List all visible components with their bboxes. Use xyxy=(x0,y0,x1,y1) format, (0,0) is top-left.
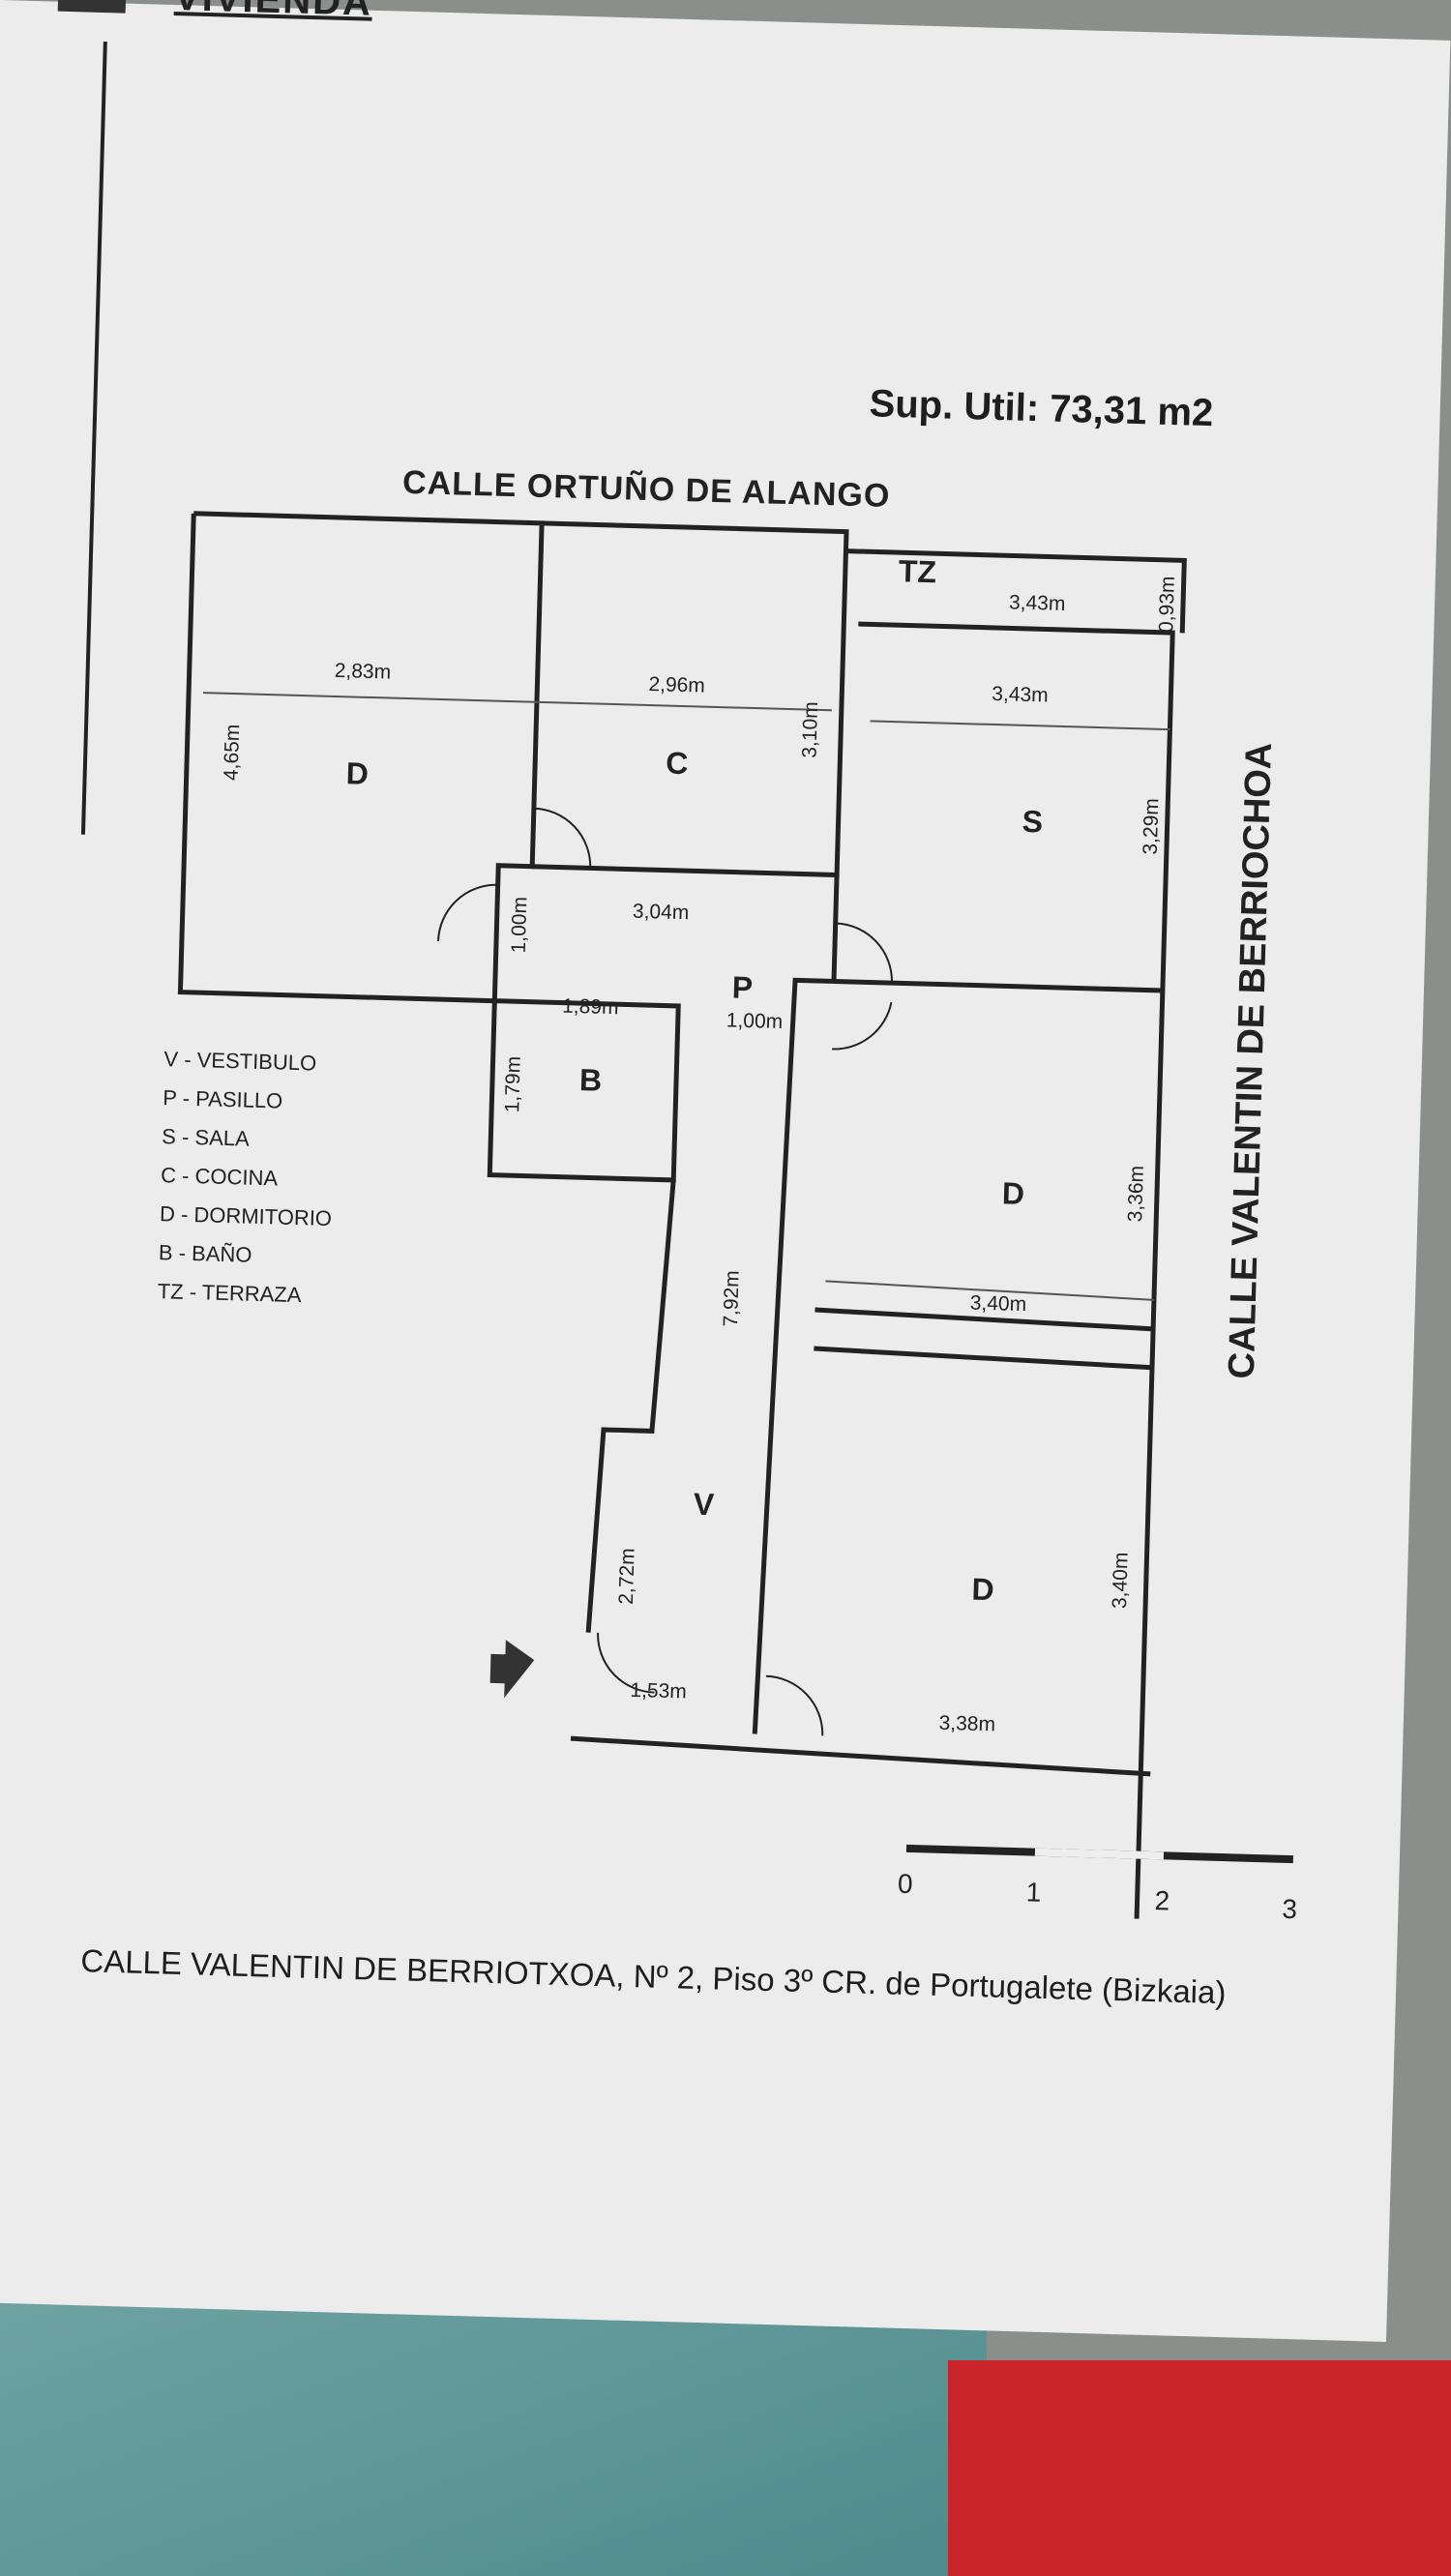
wall-exterior-right xyxy=(858,621,1175,1919)
wall-dormitorio-3-top xyxy=(814,1346,1153,1371)
dimension-label: 0,93m xyxy=(1155,576,1179,633)
door-entrance xyxy=(597,1632,655,1694)
door-sala xyxy=(835,922,893,984)
wall-vestibulo-left xyxy=(585,1179,676,1633)
door-cocina xyxy=(533,807,592,869)
room-label-cocina: C xyxy=(666,746,689,782)
scale-tick: 3 xyxy=(1282,1894,1297,1924)
floor-plan: 0 1 2 3 TZ D C S P B D V D 2,83m 4,65m 2… xyxy=(177,511,1297,1924)
wall-terraza xyxy=(845,548,1187,634)
dimension-line xyxy=(203,692,832,712)
dimension-label: 1,79m xyxy=(501,1056,525,1113)
dimension-label: 3,40m xyxy=(969,1292,1026,1317)
dimension-label: 1,53m xyxy=(630,1679,687,1703)
dimension-label: 3,43m xyxy=(992,683,1049,707)
dimension-label: 3,38m xyxy=(938,1712,995,1736)
dimension-label: 1,00m xyxy=(508,897,532,954)
dimension-label: 1,00m xyxy=(726,1009,784,1033)
dimension-label: 3,43m xyxy=(1009,591,1066,615)
dimension-label: 3,36m xyxy=(1124,1166,1148,1223)
room-label-pasillo: P xyxy=(731,970,753,1006)
background-folder xyxy=(0,2283,987,2576)
dimension-lines xyxy=(203,692,1170,1301)
wall-dormitorio-2-bottom xyxy=(814,1307,1154,1332)
dimension-label: 2,83m xyxy=(334,660,391,684)
document-page: VIVIENDA Sup. Util: 73,31 m2 CALLE ORTUÑ… xyxy=(0,0,1451,2342)
dimension-label: 7,92m xyxy=(720,1270,744,1327)
scale-tick: 2 xyxy=(1154,1885,1170,1915)
dimension-label: 3,40m xyxy=(1109,1552,1133,1609)
wall-bottom xyxy=(570,1735,1151,1777)
wall-pasillo xyxy=(752,874,840,1734)
room-label-dormitorio-1: D xyxy=(345,755,369,791)
door-dormitorio-1 xyxy=(437,883,498,942)
dimension-label: 1,89m xyxy=(562,995,619,1020)
dimension-label: 2,72m xyxy=(615,1548,639,1605)
room-labels: TZ D C S P B D V D xyxy=(345,553,1043,1608)
entrance-arrow-icon xyxy=(489,1640,535,1699)
door-swings xyxy=(437,807,893,1736)
scale-tick: 1 xyxy=(1025,1877,1041,1907)
room-label-vestibulo: V xyxy=(693,1487,715,1523)
dimension-label: 3,10m xyxy=(798,701,822,758)
dimension-label: 3,04m xyxy=(633,901,690,925)
room-label-dormitorio-2: D xyxy=(1001,1175,1024,1211)
door-dormitorio-2 xyxy=(832,1001,893,1051)
wall-sala-bottom xyxy=(833,978,1163,993)
dimension-label: 4,65m xyxy=(221,724,245,781)
dimension-label: 3,29m xyxy=(1140,798,1164,855)
scale-tick: 0 xyxy=(898,1869,913,1899)
dimension-labels: 2,83m 4,65m 2,96m 3,10m 3,43m 0,93m 3,43… xyxy=(221,576,1179,1736)
wall-cocina xyxy=(532,520,849,878)
door-dormitorio-3 xyxy=(765,1674,824,1736)
scale-bar-segment xyxy=(1034,1848,1165,1860)
dimension-line xyxy=(825,1280,1155,1301)
dimension-label: 2,96m xyxy=(648,673,705,697)
dimension-line xyxy=(870,720,1170,731)
room-label-bano: B xyxy=(579,1062,603,1098)
background-fabric xyxy=(948,2360,1451,2576)
room-label-dormitorio-3: D xyxy=(971,1572,994,1608)
walls xyxy=(177,511,1187,1919)
scale-bar: 0 1 2 3 xyxy=(898,1844,1297,1924)
room-label-terraza: TZ xyxy=(898,553,936,589)
room-label-sala: S xyxy=(1022,804,1043,840)
